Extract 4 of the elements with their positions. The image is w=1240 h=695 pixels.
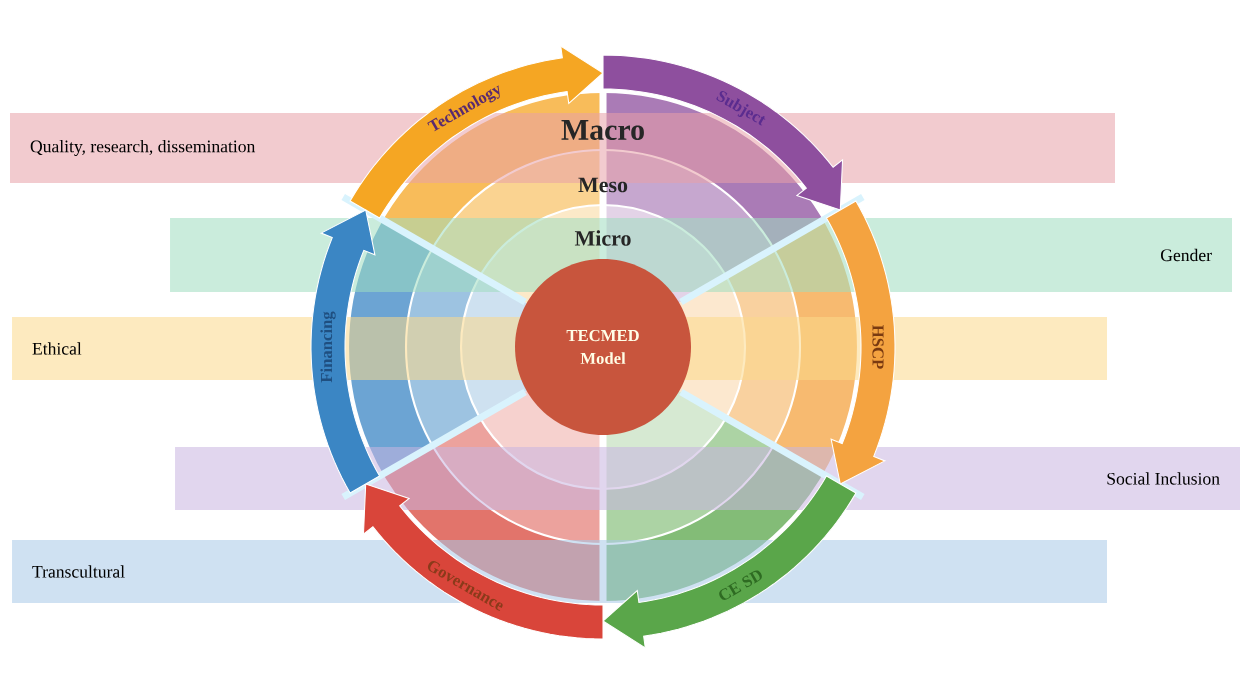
band: Social Inclusion [175, 447, 1240, 510]
curved-segment: CE SD [602, 475, 857, 650]
curved-segment: HSCP [825, 200, 896, 485]
curved-segment: Financing [310, 209, 381, 494]
